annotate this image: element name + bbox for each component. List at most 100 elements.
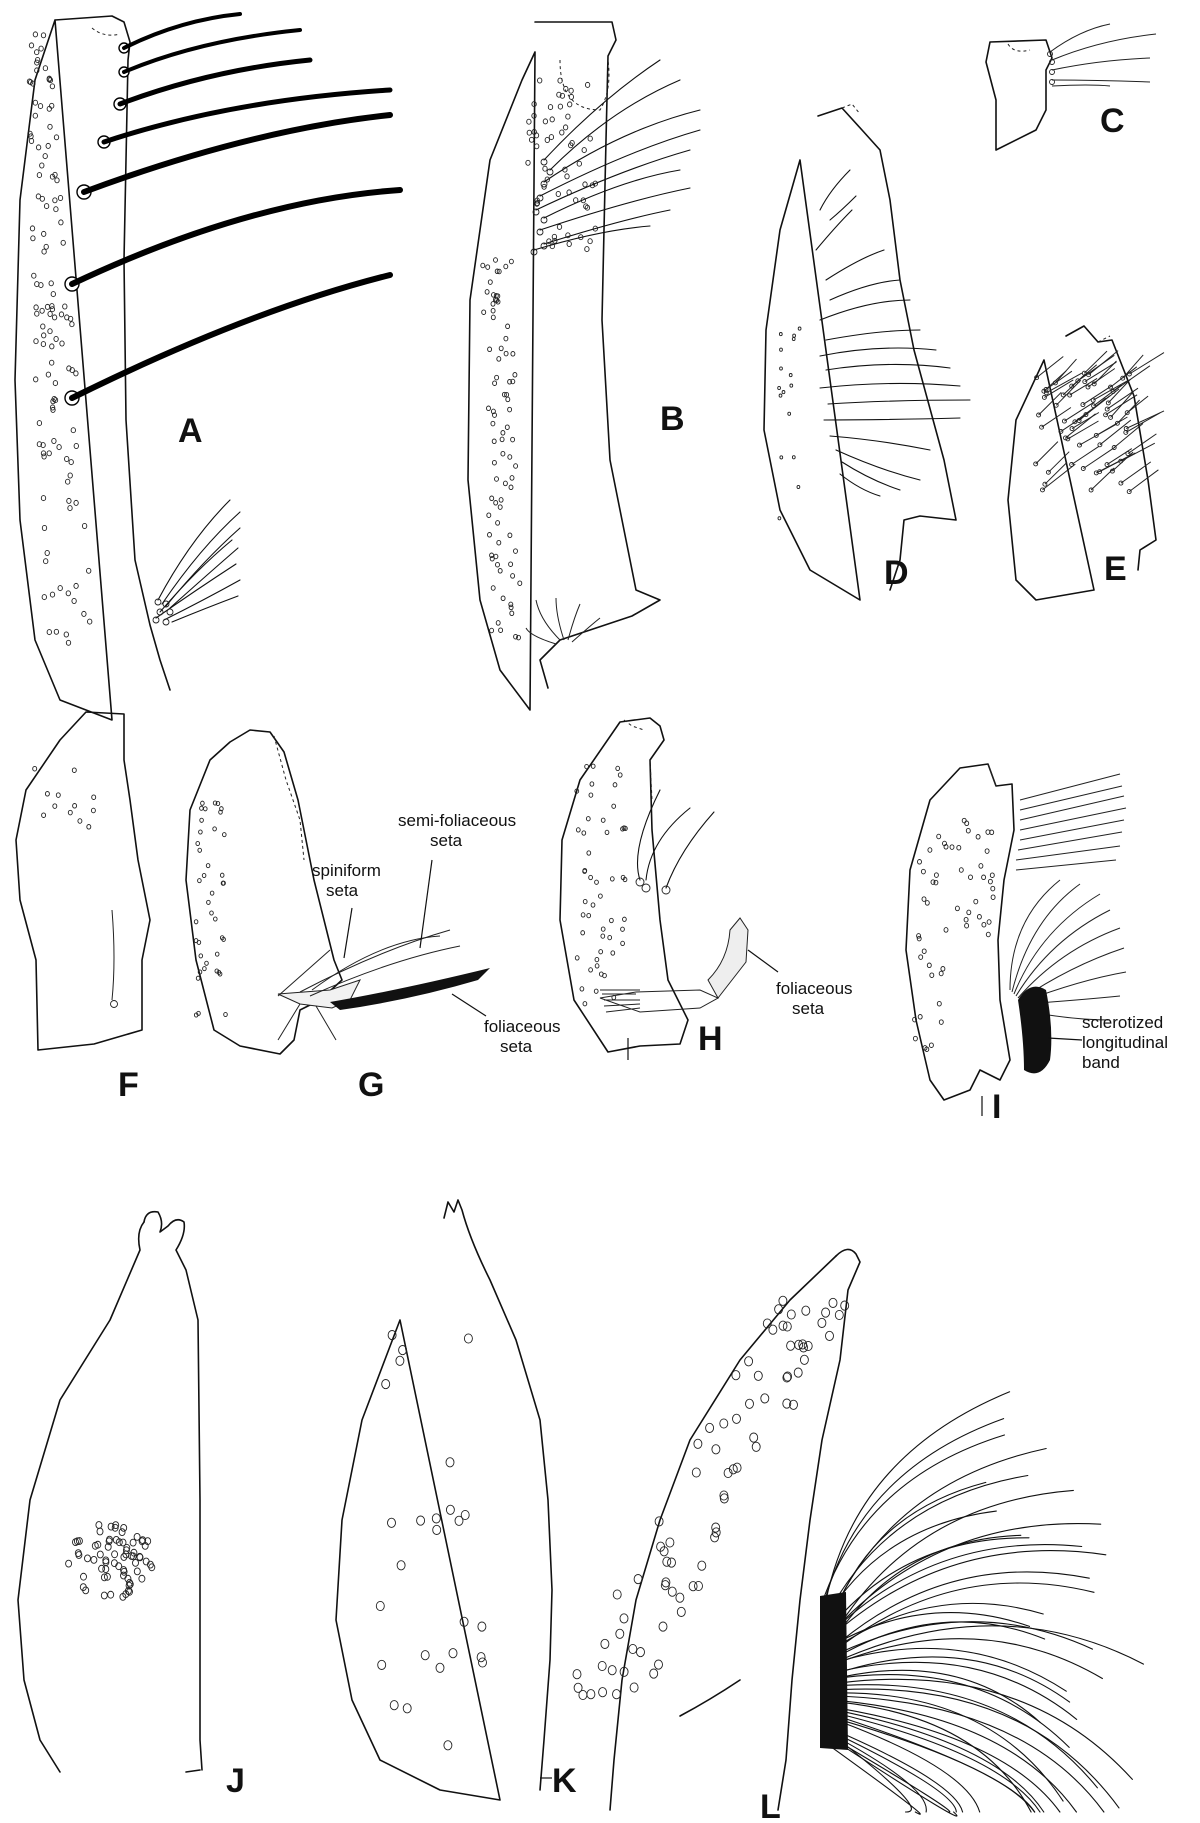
pore-dot	[505, 323, 511, 330]
pore-dot	[509, 475, 515, 481]
pore-dot	[526, 129, 532, 136]
pore-dot	[494, 268, 500, 275]
pore-dot	[146, 1560, 154, 1569]
seta-strand	[1064, 401, 1095, 422]
g-semifoliaceous-label-1: semi-foliaceous	[398, 811, 516, 830]
pore-dot	[547, 104, 554, 111]
pore-dot	[198, 953, 204, 959]
pore-dot	[654, 1659, 663, 1670]
pore-dot	[193, 938, 199, 944]
pore-dot	[501, 391, 507, 398]
panel-c-label: C	[1100, 102, 1125, 140]
pore-dot	[107, 1590, 115, 1599]
pore-dot	[493, 500, 499, 506]
seta-strand	[1083, 446, 1116, 469]
seta-strand	[1067, 420, 1099, 440]
pore-dot	[36, 420, 43, 427]
pore-dot	[586, 1689, 596, 1700]
pore-dot	[964, 922, 970, 929]
pore-dot	[490, 408, 496, 415]
pore-dot	[65, 590, 71, 597]
pore-dot	[65, 478, 71, 485]
pore-dot	[203, 806, 208, 812]
pore-dot	[105, 1537, 113, 1546]
h-foliaceous-label-2: seta	[792, 999, 825, 1018]
seta-strand	[1117, 399, 1140, 424]
pore-dot	[396, 1560, 406, 1571]
pore-dot	[30, 235, 36, 242]
pore-dot	[788, 373, 793, 378]
pore-dot	[556, 91, 562, 98]
pore-dot	[731, 1370, 741, 1381]
i-band-label-3: band	[1082, 1053, 1120, 1072]
pore-dot	[196, 1010, 201, 1016]
seta-strand	[1036, 356, 1064, 378]
pore-dot	[80, 1572, 87, 1581]
pore-dot	[492, 412, 497, 418]
seta-strand	[1112, 365, 1151, 392]
seta-strand	[1084, 361, 1117, 383]
pore-dot	[33, 338, 39, 345]
pore-dot	[578, 1689, 588, 1701]
pore-dot	[44, 303, 51, 310]
seta-strand	[1045, 370, 1073, 390]
pore-dot	[525, 159, 531, 166]
pore-dot	[604, 829, 610, 836]
pore-dot	[779, 455, 784, 460]
pore-dot	[72, 803, 78, 809]
pore-dot	[534, 143, 540, 150]
pore-dot	[777, 516, 782, 521]
pore-dot	[585, 816, 591, 822]
pore-dot	[623, 825, 628, 832]
pore-dot	[46, 450, 52, 457]
pore-dot	[544, 176, 550, 183]
seta-strand	[1048, 451, 1070, 473]
pore-dot	[112, 1536, 120, 1544]
pore-dot	[32, 765, 38, 772]
pore-dot	[52, 803, 58, 809]
pore-dot	[32, 112, 38, 119]
pore-dot	[79, 1583, 87, 1592]
pore-dot	[489, 552, 495, 559]
pore-dot	[791, 336, 796, 342]
panel-e-setae	[1033, 350, 1165, 495]
pore-dot	[774, 1304, 784, 1315]
pore-dot	[219, 872, 225, 878]
pore-dot	[783, 1371, 793, 1382]
pore-dot	[592, 225, 598, 232]
pore-dot	[956, 844, 962, 851]
pore-dot	[789, 383, 794, 388]
pore-dot	[432, 1524, 442, 1535]
pore-dot	[916, 935, 922, 942]
seta-strand	[828, 1550, 1107, 1639]
panel-a-basal-tuft	[152, 499, 241, 626]
pore-dot	[34, 67, 40, 74]
panel-d-setae	[815, 169, 971, 497]
seta-socket	[1104, 462, 1110, 468]
pore-dot	[490, 307, 496, 314]
pore-dot	[510, 378, 516, 385]
pore-dot	[81, 523, 88, 529]
pore-dot	[508, 604, 514, 611]
seta-strand	[825, 1733, 951, 1813]
seta-strand	[825, 1391, 1011, 1601]
pore-dot	[495, 299, 501, 305]
seta-socket	[1080, 402, 1086, 408]
pore-dot	[47, 77, 54, 84]
seta-socket	[1093, 432, 1099, 438]
seta-socket	[1061, 418, 1067, 424]
panel-k-pores	[375, 1330, 487, 1751]
panel-g-pores	[193, 800, 228, 1018]
seta-strand	[1093, 360, 1117, 385]
pore-dot	[49, 173, 56, 180]
pore-dot	[41, 230, 47, 237]
seta-socket	[1091, 381, 1097, 387]
pore-dot	[587, 238, 593, 245]
pore-dot	[500, 450, 506, 457]
pore-dot	[964, 820, 970, 827]
pore-dot	[963, 916, 969, 923]
pore-dot	[65, 639, 72, 646]
pore-dot	[136, 1553, 144, 1562]
pore-dot	[582, 181, 588, 188]
pore-dot	[38, 282, 44, 289]
